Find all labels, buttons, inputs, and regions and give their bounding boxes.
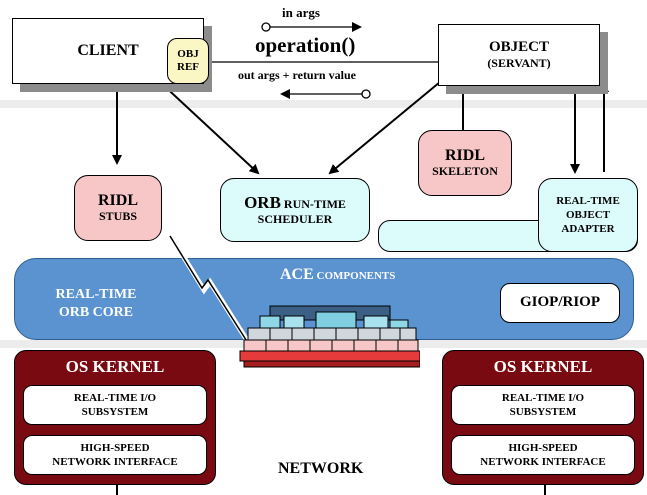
kernel-right-io1: REAL-TIME I/O [501, 391, 585, 404]
run-time-label: RUN-TIME [280, 196, 346, 211]
obj-ref-line2: REF [177, 61, 199, 73]
operation-label: operation() [255, 33, 356, 57]
kernel-right-net2: NETWORK INTERFACE [480, 456, 606, 468]
kernel-right-io-box: REAL-TIME I/O SUBSYSTEM [451, 385, 635, 425]
core-line1: REAL-TIME [55, 287, 137, 302]
ridl-skeleton-sub: SKELETON [432, 164, 498, 179]
servant-label: (SERVANT) [487, 56, 551, 70]
obj-ref-line1: OBJ [177, 48, 199, 61]
object-to-scheduler-arrow [328, 81, 441, 175]
os-kernel-right: OS KERNEL REAL-TIME I/O SUBSYSTEM HIGH-S… [442, 350, 644, 485]
ace-components-stack [239, 305, 420, 368]
kernel-left-net-box: HIGH-SPEED NETWORK INTERFACE [23, 435, 207, 475]
kernel-left-io2: SUBSYSTEM [81, 406, 149, 418]
kernel-right-net-box: HIGH-SPEED NETWORK INTERFACE [451, 435, 635, 475]
top-divider-band [0, 100, 647, 108]
components-label: COMPONENTS [313, 270, 396, 282]
kernel-left-net1: HIGH-SPEED [80, 441, 150, 454]
kernel-right-title: OS KERNEL [493, 357, 593, 376]
ridl-stubs-sub: STUBS [98, 209, 138, 224]
os-kernel-left: OS KERNEL REAL-TIME I/O SUBSYSTEM HIGH-S… [14, 350, 216, 485]
kernel-left-io-box: REAL-TIME I/O SUBSYSTEM [23, 385, 207, 425]
object-label: OBJECT [488, 39, 549, 55]
ridl-skeleton-box: RIDL SKELETON [418, 130, 512, 196]
orb-scheduler-box: ORB RUN-TIME SCHEDULER [220, 178, 370, 242]
ridl-stubs-title: RIDL [97, 191, 138, 209]
kernel-left-net2: NETWORK INTERFACE [52, 456, 178, 468]
in-args-origin [261, 22, 271, 32]
ace-components-label: ACE COMPONENTS [280, 266, 395, 284]
giop-riop-box: GIOP/RIOP [500, 283, 620, 323]
kernel-right-net1: HIGH-SPEED [508, 441, 578, 454]
obj-ref-badge: OBJ REF [167, 38, 209, 84]
out-args-label: out args + return value [238, 68, 356, 82]
kernel-right-io2: SUBSYSTEM [509, 406, 577, 418]
client-to-scheduler-arrow [159, 81, 260, 175]
adapter-line3: ADAPTER [561, 223, 615, 236]
core-line2: ORB CORE [58, 304, 134, 320]
ridl-stubs-box: RIDL STUBS [74, 175, 162, 241]
network-label: NETWORK [278, 460, 364, 477]
scheduler-label: SCHEDULER [257, 212, 333, 227]
rt-object-adapter-box: REAL-TIME OBJECT ADAPTER [538, 178, 638, 252]
out-args-origin [361, 89, 371, 99]
object-servant-box: OBJECT (SERVANT) [438, 24, 600, 86]
orb-label: ORB [244, 192, 281, 212]
ridl-skeleton-title: RIDL [444, 146, 485, 164]
client-label: CLIENT [77, 42, 139, 59]
ace-label: ACE [280, 266, 314, 283]
adapter-line1: REAL-TIME [556, 194, 620, 207]
kernel-left-io1: REAL-TIME I/O [73, 391, 157, 404]
giop-label: GIOP/RIOP [519, 294, 600, 311]
rt-orb-core-label: REAL-TIME ORB CORE [36, 286, 156, 321]
adapter-line2: OBJECT [565, 208, 610, 221]
in-args-label: in args [282, 5, 320, 20]
kernel-left-title: OS KERNEL [65, 357, 165, 376]
